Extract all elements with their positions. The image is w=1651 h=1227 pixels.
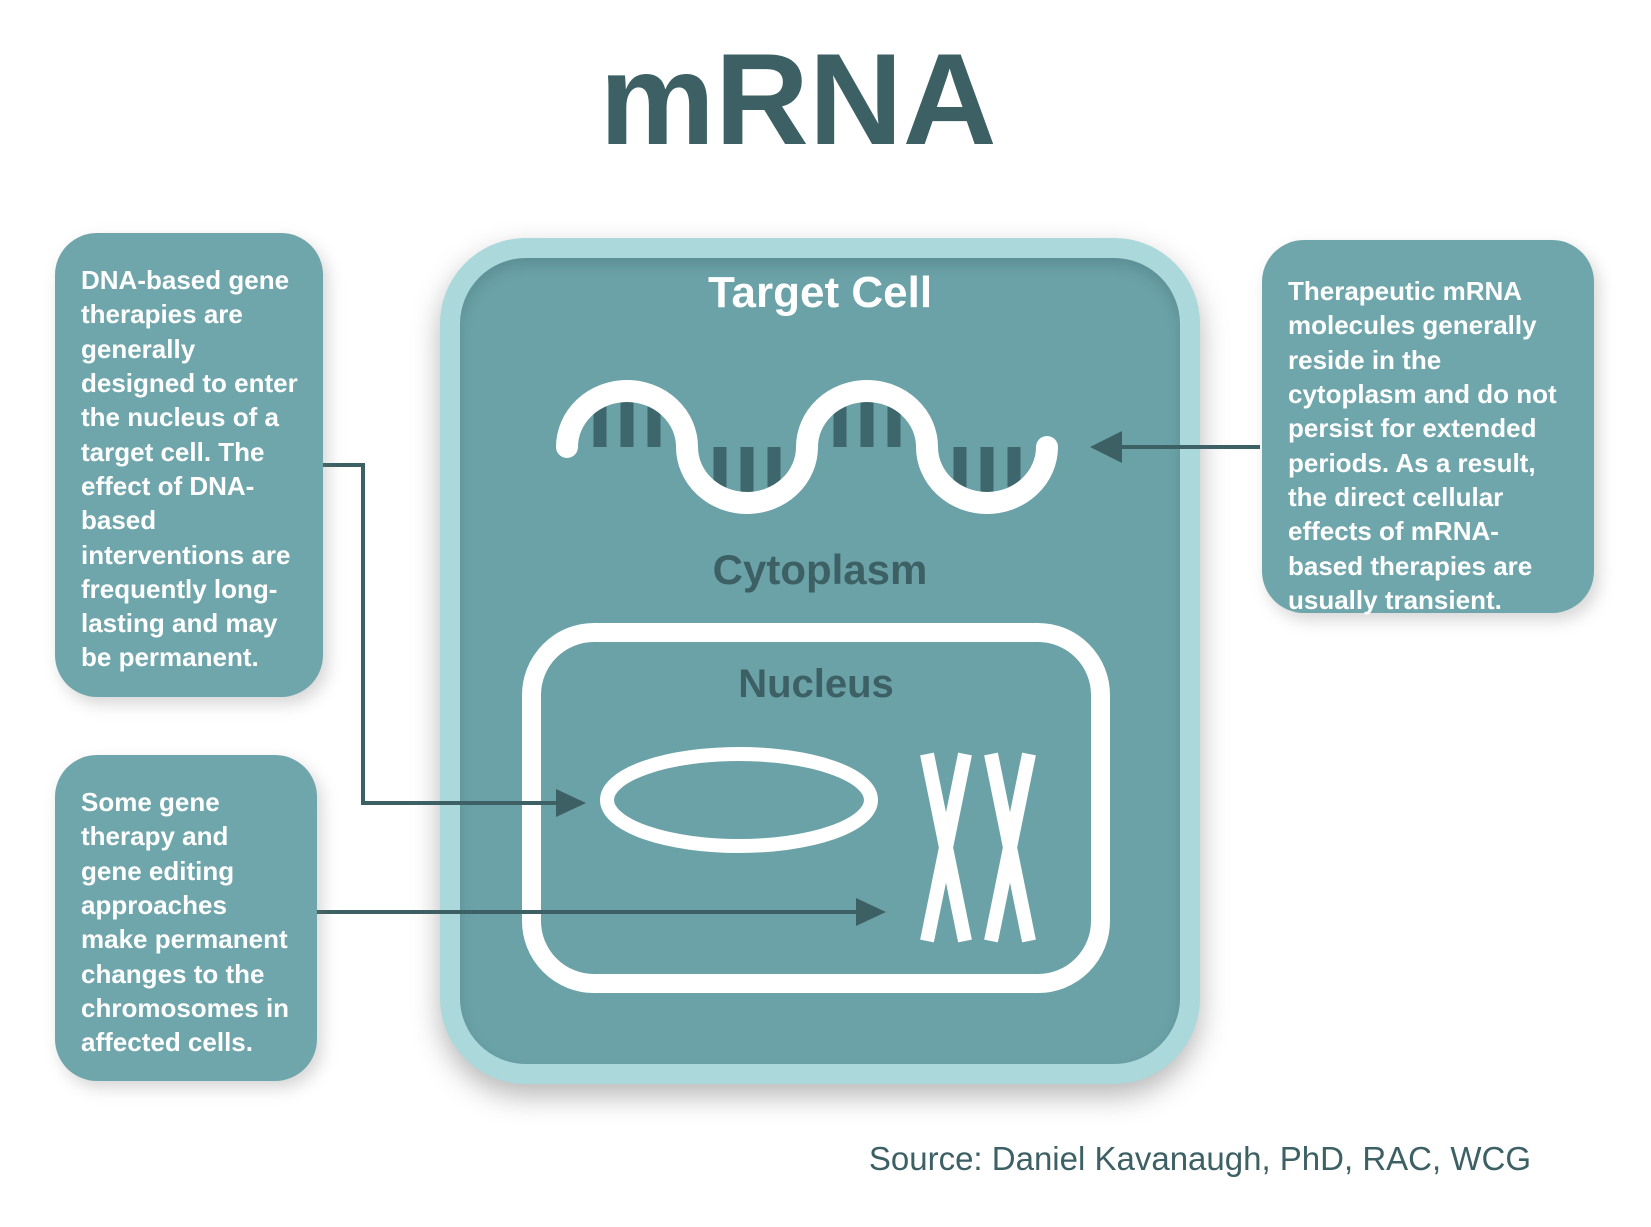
cytoplasm-label: Cytoplasm [712,546,928,593]
callout-mrna-transient: Therapeutic mRNA molecules generally res… [1262,240,1594,615]
source-credit: Source: Daniel Kavanaugh, PhD, RAC, WCG [868,1140,1531,1177]
target-cell-label: Target Cell [707,268,933,317]
mrna-strand-icon [556,380,1058,514]
page-title: mRNA [599,26,997,172]
callout-gene-editing: Some gene therapy and gene editing appro… [55,755,317,1081]
nucleus-label: Nucleus [738,662,894,706]
callout-dna-therapy: DNA-based gene therapies are generally d… [55,233,323,697]
nucleus-outline [522,623,1110,993]
mrna-wave-line [556,380,1058,514]
